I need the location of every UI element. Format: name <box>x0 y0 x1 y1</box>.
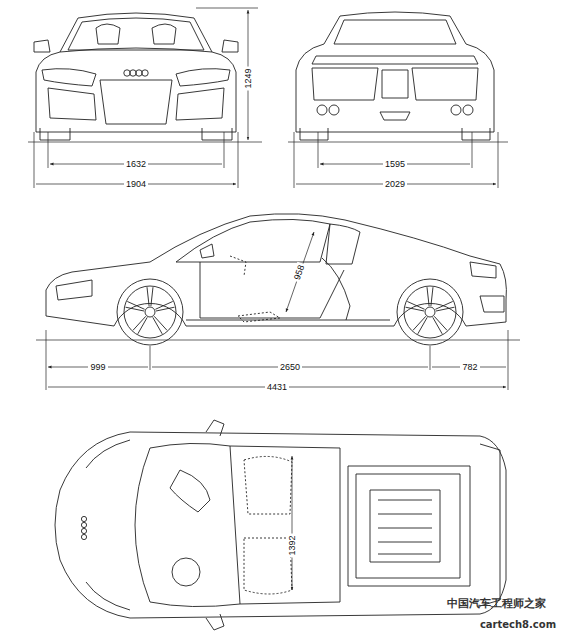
rim-spoke <box>433 316 447 334</box>
dimension-label: 1249 <box>243 66 254 90</box>
rim-spoke <box>435 301 454 311</box>
dimension-label: 782 <box>460 362 479 373</box>
rim-spoke <box>125 301 144 311</box>
dimension-label: 4431 <box>265 382 289 393</box>
front-view <box>34 13 238 140</box>
side-view <box>46 214 506 345</box>
dimension-label: 2650 <box>278 362 302 373</box>
dimension-lines <box>28 8 520 590</box>
rim-spoke <box>147 287 153 306</box>
rim-spoke <box>155 301 174 311</box>
dimension-label: 1392 <box>287 533 298 557</box>
dimension-label: 2029 <box>383 179 407 190</box>
watermark: cartech8.com <box>478 619 558 630</box>
rim-spoke <box>427 287 433 306</box>
dimension-label: 958 <box>292 261 309 283</box>
rear-view <box>296 12 494 140</box>
top-view <box>55 420 506 630</box>
rim-spoke <box>413 316 427 334</box>
watermark: 中国汽车工程师之家 <box>445 598 548 609</box>
rim-spoke <box>405 301 424 311</box>
dimension-label: 999 <box>88 362 107 373</box>
rim-spoke <box>133 316 147 334</box>
dimension-label: 1904 <box>124 179 148 190</box>
dimension-label: 1632 <box>124 159 148 170</box>
dimension-label: 1595 <box>383 159 407 170</box>
rim-spoke <box>153 316 167 334</box>
